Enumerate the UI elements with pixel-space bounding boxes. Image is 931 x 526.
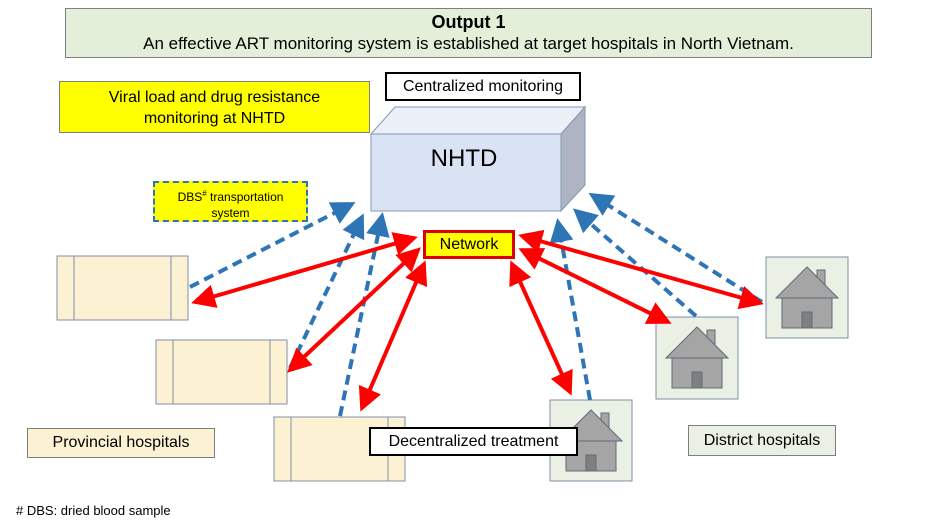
network-label: Network — [423, 230, 515, 259]
nhtd-box-front — [370, 133, 562, 212]
provincial-hospital-1 — [56, 255, 189, 321]
dbs-prefix: DBS — [177, 190, 203, 204]
nhtd-box-top — [369, 106, 587, 135]
output-title-box: Output 1 An effective ART monitoring sys… — [65, 8, 872, 58]
network-arrow — [358, 260, 428, 412]
centralized-monitoring-label: Centralized monitoring — [385, 72, 581, 101]
viral-load-line2: monitoring at NHTD — [143, 110, 286, 127]
dbs-arrow — [189, 202, 356, 289]
network-arrow — [509, 260, 573, 396]
output-subtitle: An effective ART monitoring system is es… — [143, 34, 794, 53]
footnote: # DBS: dried blood sample — [16, 503, 171, 518]
dbs-transportation-box: DBS# transportation system — [153, 181, 308, 222]
dbs-rest: transportation — [206, 190, 284, 204]
provincial-hospital-2 — [155, 339, 288, 405]
dbs-arrow — [288, 213, 365, 369]
dbs-line2: system — [211, 206, 250, 220]
nhtd-label: NHTD — [431, 145, 498, 172]
dbs-superscript: # — [202, 189, 207, 198]
provincial-hospitals-label: Provincial hospitals — [27, 428, 215, 458]
viral-load-box: Viral load and drug resistance monitorin… — [59, 81, 370, 133]
network-arrow — [518, 248, 672, 324]
decentralized-treatment-label: Decentralized treatment — [369, 427, 578, 456]
dbs-arrow — [572, 208, 698, 318]
house-icon — [774, 266, 840, 329]
network-arrows — [191, 229, 764, 412]
house-icon — [664, 326, 730, 389]
network-arrow — [518, 229, 764, 310]
district-hospital-1 — [765, 256, 849, 339]
nhtd-box: NHTD — [369, 105, 587, 213]
output-heading: Output 1 — [431, 12, 506, 32]
viral-load-line1: Viral load and drug resistance — [108, 89, 321, 106]
network-arrow — [191, 232, 418, 308]
district-hospitals-label: District hospitals — [688, 425, 836, 456]
district-hospital-2 — [655, 316, 739, 400]
